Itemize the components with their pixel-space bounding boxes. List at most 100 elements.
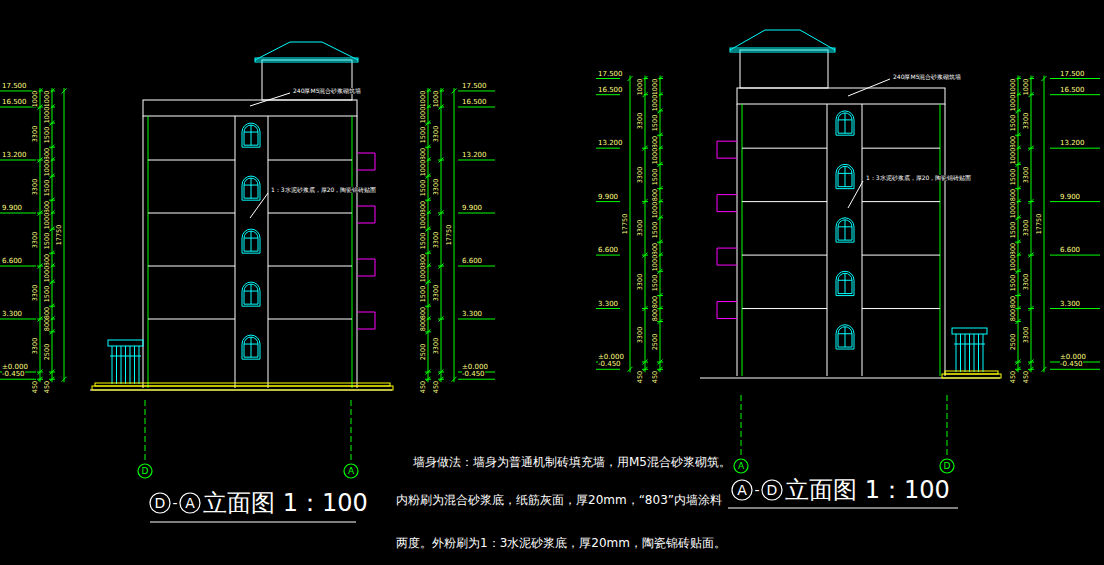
dimension-tick [1016, 253, 1021, 258]
dimension-text: 1000 [32, 91, 39, 108]
elevation-line [0, 213, 36, 214]
extension-line [438, 266, 444, 267]
floor-line [268, 266, 352, 267]
dimension-tick [658, 240, 663, 245]
extension-line [49, 331, 55, 332]
dimension-text: 1000 [44, 213, 51, 230]
parapet [737, 88, 945, 104]
dimension-text: 3300 [433, 337, 440, 354]
elevation-mark: 17.500 [598, 71, 623, 78]
dimension-tick [50, 121, 55, 126]
dimension-tick [1016, 186, 1021, 191]
dimension-tick [1016, 108, 1021, 113]
elevation-mark: 9.900 [598, 194, 618, 201]
elevation-mark: 9.900 [1060, 194, 1080, 201]
dimension-tick [38, 105, 43, 110]
floor-line [862, 308, 940, 309]
dimension-tick [1029, 306, 1034, 311]
leader-line [848, 181, 863, 208]
dimension-text: 3300 [637, 167, 644, 184]
elevation-mark: 16.500 [462, 99, 487, 106]
dimension-text: 800 [652, 135, 659, 147]
dimension-tick [658, 319, 663, 324]
dimension-tick [426, 329, 431, 334]
elevation-line [458, 319, 495, 320]
elevation-mark: -0.450 [462, 371, 485, 378]
dimension-text: 3300 [433, 231, 440, 248]
dimension-tick [658, 108, 663, 113]
dimension-text: 3300 [32, 337, 39, 354]
dimension-text: 1000 [420, 107, 427, 124]
elevation-line [1050, 369, 1100, 370]
dimension-text: 1500 [44, 180, 51, 197]
leader-line [250, 193, 268, 218]
window-transom [838, 226, 852, 227]
elevation-line [458, 213, 495, 214]
dimension-line [1031, 76, 1032, 373]
dimension-tick [1042, 76, 1047, 81]
dimension-text: 1000 [652, 78, 659, 95]
extension-line [425, 372, 431, 373]
elevation-line [1050, 148, 1100, 149]
dimension-text: 1000 [652, 148, 659, 165]
window-mullion [251, 337, 252, 357]
window-symbol [242, 335, 260, 359]
elevation-mark: 6.600 [2, 258, 22, 265]
canopy-post [112, 346, 113, 384]
hip-roof [255, 42, 358, 60]
canopy-rail [110, 356, 141, 357]
dimension-line [441, 88, 442, 382]
window-mullion [845, 166, 846, 186]
elevation-mark: 13.200 [462, 152, 487, 159]
dimension-tick [452, 377, 457, 382]
window-symbol [242, 123, 260, 147]
dimension-tick [426, 280, 431, 285]
axis-bubble [138, 464, 152, 478]
dimension-tick [50, 158, 55, 163]
dimension-text: 1000 [44, 91, 51, 108]
canopy-post [134, 346, 135, 384]
dimension-tick [1029, 146, 1034, 151]
extension-line [1028, 255, 1034, 256]
dimension-text: 1500 [44, 233, 51, 250]
window-mullion [845, 273, 846, 293]
dimension-line [52, 88, 53, 382]
dimension-text: 800 [420, 147, 427, 159]
dimension-text: 800 [420, 253, 427, 265]
dimension-tick [1029, 92, 1034, 97]
floor-line [148, 213, 235, 214]
dimension-text: 3300 [1023, 167, 1030, 184]
extension-line [657, 369, 663, 370]
dimension-text: 1500 [652, 115, 659, 132]
outer-wall [357, 116, 358, 388]
extension-line [438, 379, 444, 380]
dimension-tick [62, 88, 67, 93]
dimension-text: 3300 [32, 231, 39, 248]
dimension-tick [643, 360, 648, 365]
dimension-text: 17750 [622, 214, 629, 235]
extension-line [37, 372, 43, 373]
elevation-line [1050, 308, 1100, 309]
dimension-tick [1016, 199, 1021, 204]
dimension-tick [50, 198, 55, 203]
balcony [357, 259, 375, 276]
dimension-text: 450 [652, 371, 659, 383]
dimension-tick [439, 317, 444, 322]
extension-line [37, 266, 43, 267]
dimension-tick [643, 367, 648, 372]
canopy-post [139, 346, 140, 384]
dimension-tick [439, 88, 444, 93]
dimension-text: 1500 [44, 127, 51, 144]
window-symbol [244, 284, 258, 304]
window-symbol [244, 231, 258, 251]
axis-bubble [734, 459, 748, 473]
dimension-text: 1000 [1010, 78, 1017, 95]
dimension-text: 1500 [652, 168, 659, 185]
dimension-tick [658, 306, 663, 311]
extension-line [1028, 201, 1034, 202]
dimension-tick [1029, 253, 1034, 258]
dimension-tick [426, 211, 431, 216]
canopy-post [956, 334, 957, 372]
axis-line [351, 400, 352, 463]
dimension-tick [658, 293, 663, 298]
